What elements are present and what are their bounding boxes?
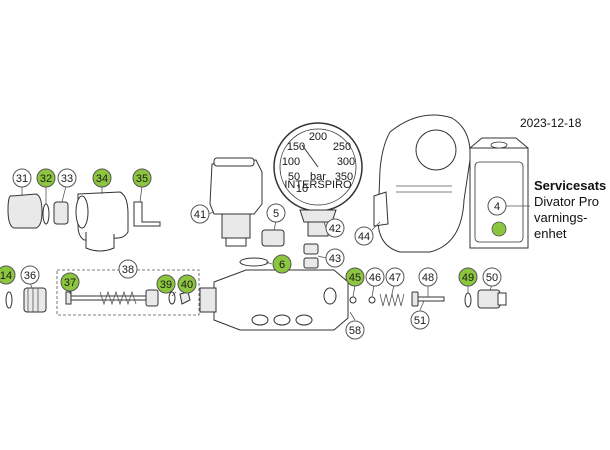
svg-text:58: 58 [349, 325, 361, 337]
svg-text:41: 41 [194, 209, 206, 221]
svg-text:44: 44 [358, 231, 370, 243]
callouts: 31 32 33 34 35 36 37 38 39 40 41 42 43 4… [0, 168, 507, 340]
part-5-nut [261, 229, 285, 247]
svg-text:14: 14 [0, 270, 12, 282]
svg-text:34: 34 [96, 173, 108, 185]
callout-32: 32 [36, 168, 56, 188]
part-33-nut [53, 201, 69, 225]
part-32-oring [42, 203, 50, 225]
part-37-valve-stem [65, 289, 159, 307]
part-43-fitting-a [303, 243, 319, 255]
callout-39: 39 [156, 274, 176, 294]
svg-text:37: 37 [64, 277, 76, 289]
gauge-unit: bar [310, 171, 326, 183]
service-kit-line-2: varnings- [534, 210, 588, 225]
part-31-cap [7, 193, 43, 229]
svg-text:50: 50 [486, 272, 498, 284]
gauge-label-350: 350 [335, 171, 353, 183]
part-46-washer [368, 296, 376, 304]
svg-text:38: 38 [122, 264, 134, 276]
svg-text:42: 42 [329, 223, 341, 235]
svg-text:4: 4 [494, 201, 500, 213]
part-36-bushing [23, 287, 47, 313]
svg-text:5: 5 [273, 208, 279, 220]
part-49-oring [464, 292, 472, 308]
svg-text:43: 43 [329, 253, 341, 265]
callout-42: 42 [325, 218, 345, 238]
svg-text:49: 49 [462, 272, 474, 284]
svg-text:6: 6 [279, 259, 285, 271]
callout-33: 33 [57, 168, 77, 188]
callout-41: 41 [190, 204, 210, 224]
part-6-washer [239, 257, 269, 267]
svg-text:40: 40 [181, 279, 193, 291]
part-45-ring [349, 296, 357, 304]
service-kit-title: Servicesats [534, 178, 607, 193]
svg-text:47: 47 [389, 272, 401, 284]
part-valve-body [199, 269, 349, 331]
gauge-label-150: 150 [287, 141, 305, 153]
callout-46: 46 [365, 267, 385, 287]
svg-text:32: 32 [40, 173, 52, 185]
callout-49: 49 [458, 267, 478, 287]
svg-text:31: 31 [16, 173, 28, 185]
callout-36: 36 [20, 265, 40, 285]
svg-text:51: 51 [414, 315, 426, 327]
gauge-label-10: 10 [296, 183, 308, 195]
gauge-label-250: 250 [333, 141, 351, 153]
callout-47: 47 [385, 267, 405, 287]
gauge-label-200: 200 [309, 131, 327, 143]
part-47-spring [379, 293, 405, 307]
callout-40: 40 [177, 274, 197, 294]
part-34-housing [75, 191, 129, 252]
gauge-label-300: 300 [337, 156, 355, 168]
callout-50: 50 [482, 267, 502, 287]
part-41-connector [209, 157, 263, 247]
callout-5: 5 [266, 203, 286, 223]
part-48-pin [411, 291, 445, 307]
svg-text:46: 46 [369, 272, 381, 284]
gauge-label-100: 100 [282, 156, 300, 168]
callout-51: 51 [410, 310, 430, 330]
pressure-gauge: 200 150 250 100 300 50 350 10 bar INTERS… [273, 122, 363, 237]
part-35-clip [133, 201, 161, 227]
callout-48: 48 [418, 267, 438, 287]
svg-text:48: 48 [422, 272, 434, 284]
service-kit-oring-icon [491, 221, 507, 237]
part-50-plug [477, 289, 507, 309]
parts-drawing: 200 150 250 100 300 50 350 10 bar INTERS… [5, 114, 529, 331]
callout-44: 44 [354, 226, 374, 246]
gauge-brand: INTERSPIRO [284, 179, 352, 191]
callout-14: 14 [0, 265, 16, 285]
callout-58: 58 [345, 320, 365, 340]
svg-text:36: 36 [24, 270, 36, 282]
part-14-oring [5, 291, 13, 309]
callout-35: 35 [132, 168, 152, 188]
part-40-seat [179, 291, 191, 305]
service-kit-line-3: enhet [534, 226, 567, 241]
svg-text:35: 35 [136, 173, 148, 185]
service-kit-line-1: Divator Pro [534, 194, 600, 209]
callout-43: 43 [325, 248, 345, 268]
callout-34: 34 [92, 168, 112, 188]
callout-45: 45 [345, 267, 365, 287]
part-44-boot [373, 114, 471, 253]
callout-31: 31 [12, 168, 32, 188]
svg-text:45: 45 [349, 272, 361, 284]
revision-date: 2023-12-18 [520, 116, 582, 130]
callout-37: 37 [60, 272, 80, 292]
svg-text:39: 39 [160, 279, 172, 291]
service-kit-packet [469, 137, 529, 249]
callout-6: 6 [272, 254, 292, 274]
service-kit-callout-4: 4 [487, 196, 507, 216]
gauge-label-50: 50 [288, 171, 300, 183]
part-43-fitting-b [303, 257, 319, 269]
callout-38: 38 [118, 259, 138, 279]
svg-text:33: 33 [61, 173, 73, 185]
